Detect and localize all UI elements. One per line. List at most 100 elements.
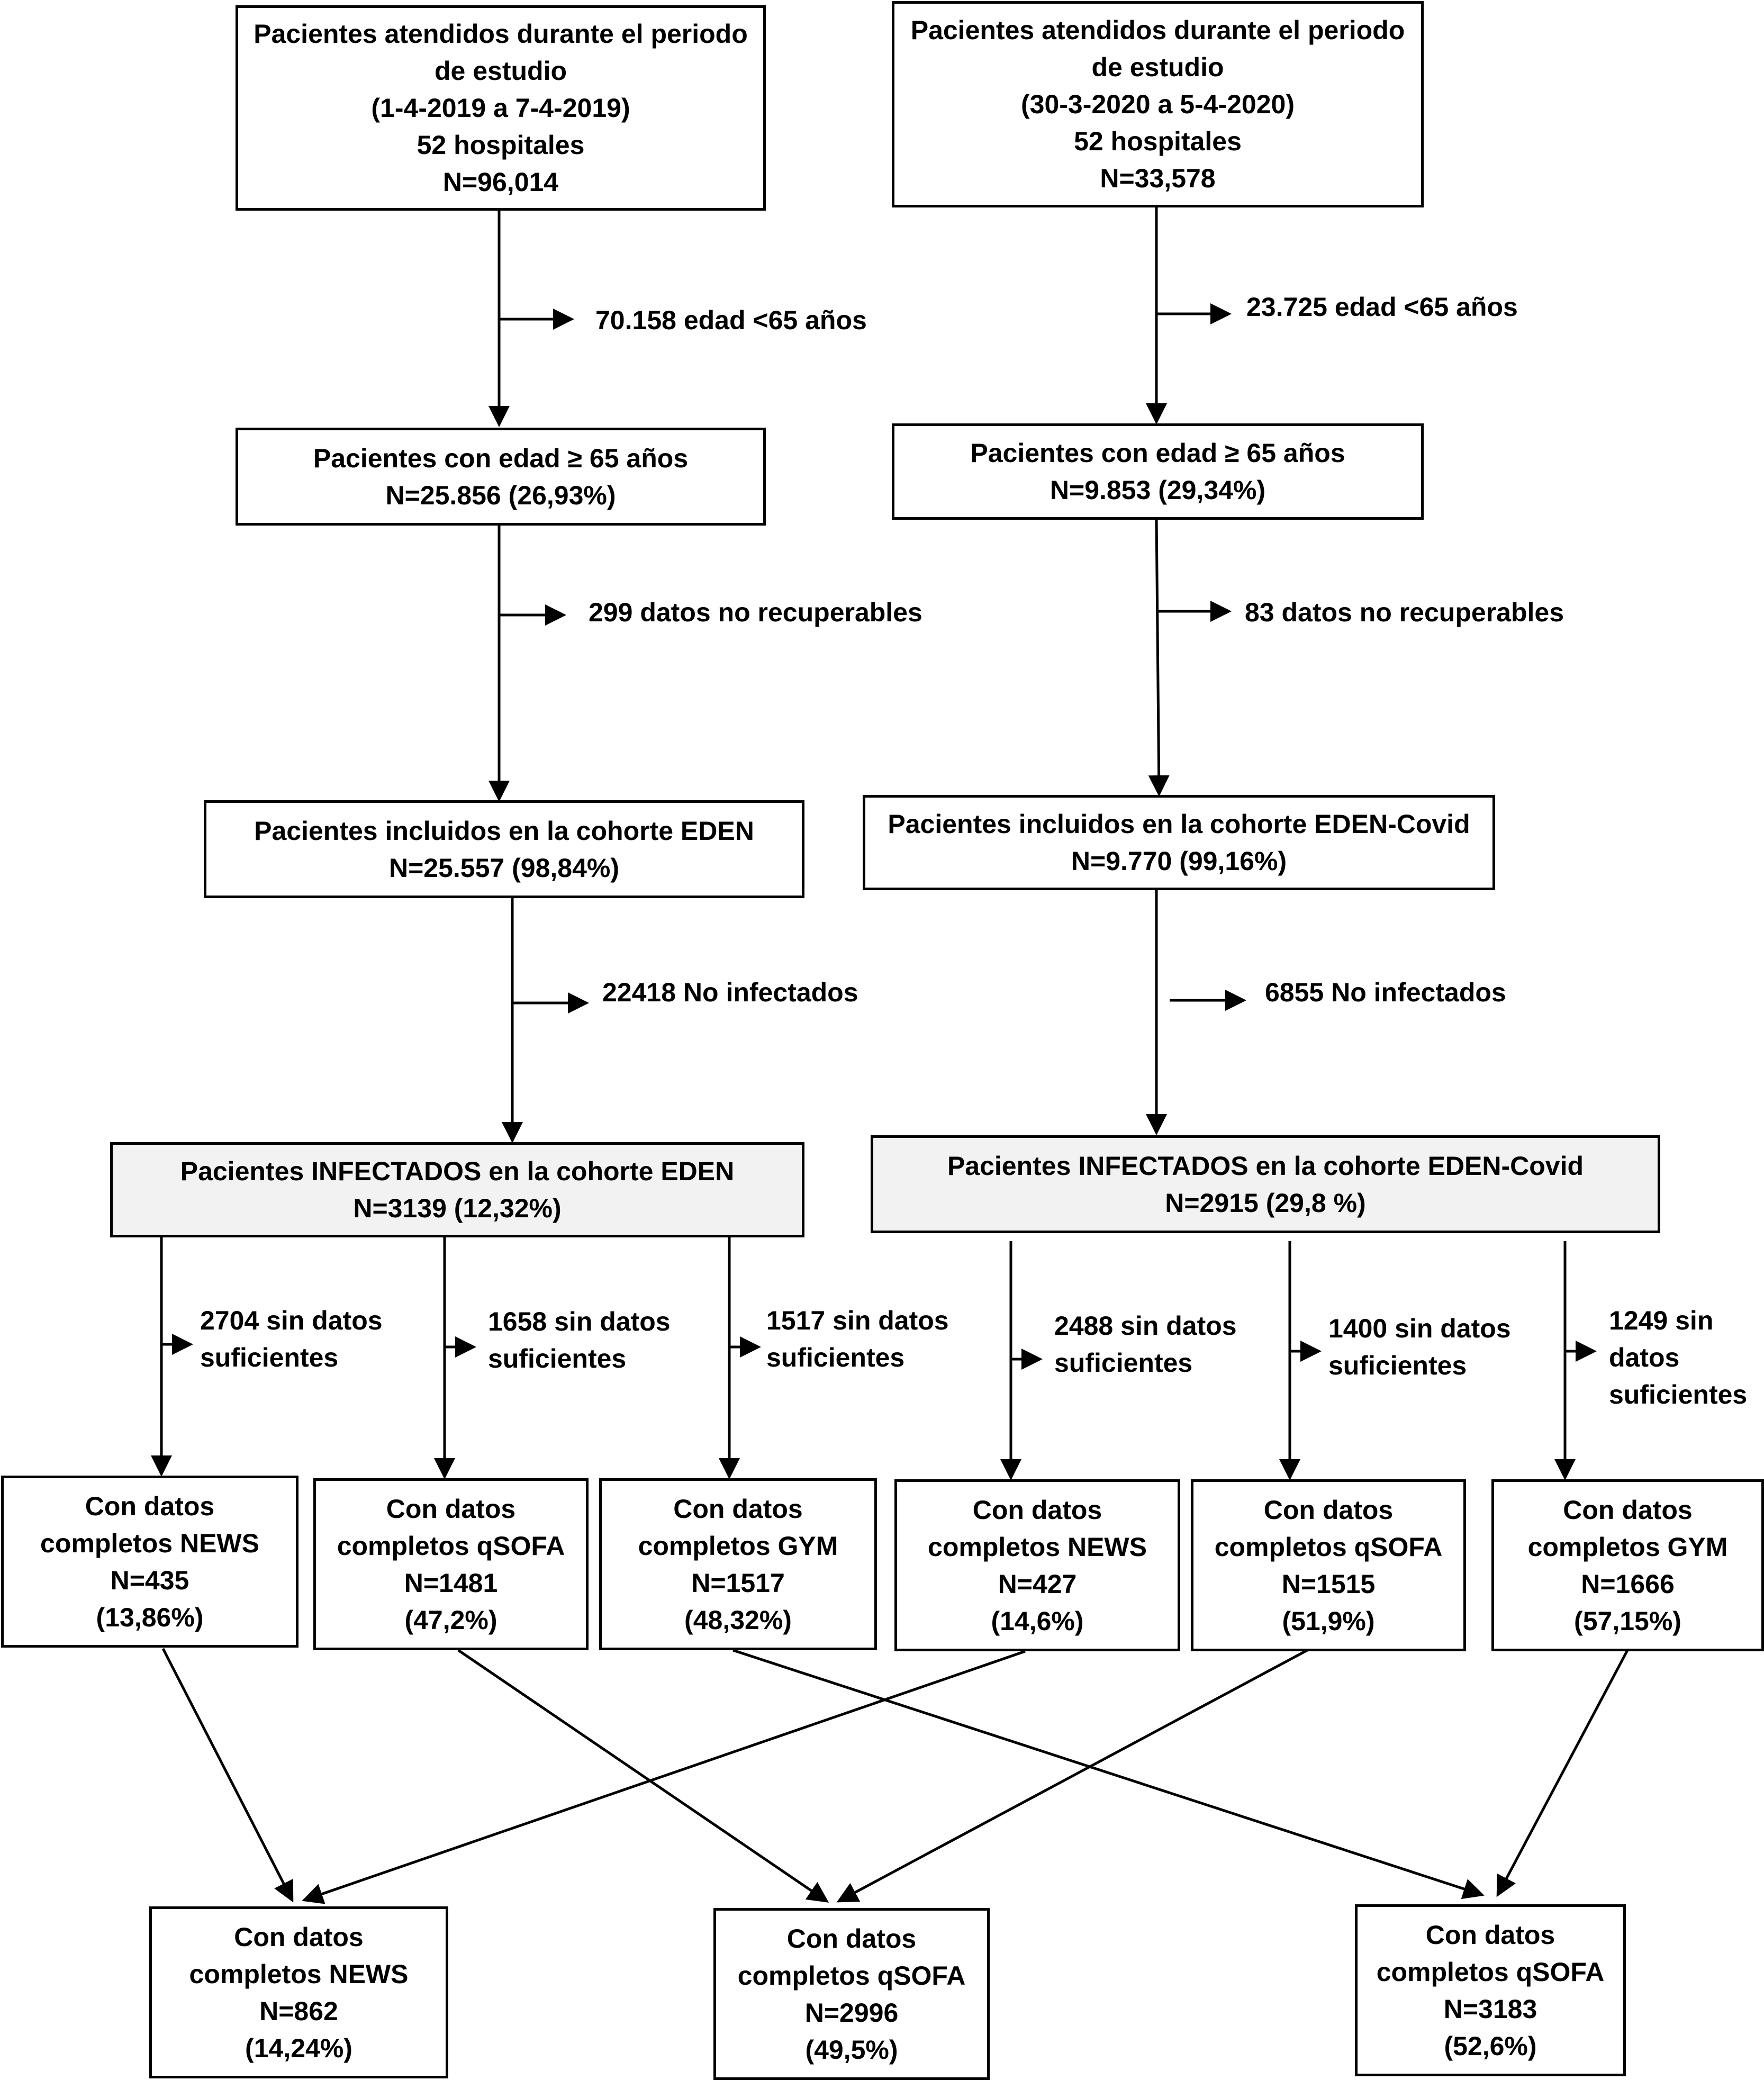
box-line: Pacientes con edad ≥ 65 años [313, 443, 689, 473]
box-line: Con datos [972, 1495, 1102, 1525]
box-right-infected-eden-covid: Pacientes INFECTADOS en la cohorte EDEN-… [871, 1135, 1660, 1233]
box-l-complete-qsofa: Con datos completos qSOFA N=1481 (47,2%) [313, 1478, 589, 1650]
exclusion-right-not-infected: 6855 No infectados [1265, 974, 1506, 1011]
label-line: 6855 No infectados [1265, 978, 1506, 1007]
exclusion-l-news: 2704 sin datos suficientes [200, 1302, 383, 1376]
arrow-l-news-to-final [161, 1648, 294, 1903]
label-line: suficientes [1054, 1348, 1193, 1378]
label-line: 1517 sin datos [766, 1306, 949, 1335]
box-line: N=1666 [1581, 1569, 1675, 1599]
box-line: N=3139 (12,32%) [353, 1193, 562, 1223]
box-line: (13,86%) [96, 1602, 204, 1632]
box-left-cohort-eden: Pacientes incluidos en la cohorte EDEN N… [204, 800, 804, 898]
box-line: completos qSOFA [1376, 1957, 1605, 1987]
box-line: completos NEWS [40, 1528, 259, 1558]
arrow-r-news-to-final [302, 1650, 1026, 1904]
box-r-complete-qsofa: Con datos completos qSOFA N=1515 (51,9%) [1191, 1479, 1466, 1651]
box-line: Con datos [85, 1491, 215, 1521]
exclusion-r-qsofa: 1400 sin datos suficientes [1328, 1310, 1511, 1384]
box-line: N=3183 [1443, 1994, 1537, 2024]
box-line: Con datos [673, 1494, 803, 1524]
box-line: N=2915 (29,8 %) [1165, 1188, 1366, 1218]
box-line: N=9.770 (99,16%) [1071, 846, 1287, 876]
label-line: suficientes [1328, 1351, 1467, 1380]
label-line: suficientes [766, 1343, 905, 1372]
box-line: Pacientes INFECTADOS en la cohorte EDEN [180, 1156, 735, 1186]
label-line: 2488 sin datos [1054, 1311, 1237, 1341]
exclusion-l-qsofa: 1658 sin datos suficientes [488, 1303, 671, 1377]
exclusion-left-lost: 299 datos no recuperables [589, 594, 922, 631]
box-r-complete-gym: Con datos completos GYM N=1666 (57,15%) [1491, 1479, 1764, 1651]
label-line: 83 datos no recuperables [1245, 598, 1564, 627]
box-line: (49,5%) [805, 2034, 898, 2065]
exclusion-r-news: 2488 sin datos suficientes [1054, 1307, 1237, 1381]
label-line: 22418 No infectados [602, 978, 858, 1007]
box-line: 52 hospitales [417, 130, 585, 160]
exclusion-right-age: 23.725 edad <65 años [1246, 288, 1518, 325]
box-l-complete-news: Con datos completos NEWS N=435 (13,86%) [1, 1476, 298, 1648]
box-final-qsofa: Con datos completos qSOFA N=2996 (49,5%) [713, 1908, 990, 2080]
box-line: N=25.856 (26,93%) [385, 480, 616, 510]
box-right-age-65: Pacientes con edad ≥ 65 años N=9.853 (29… [892, 423, 1424, 520]
box-line: (47,2%) [404, 1605, 497, 1635]
box-line: completos GYM [1527, 1532, 1728, 1562]
box-line: N=33,578 [1100, 164, 1216, 193]
box-line: N=1481 [404, 1568, 498, 1598]
exclusion-left-not-infected: 22418 No infectados [602, 974, 858, 1011]
label-line: 1249 sin [1609, 1306, 1714, 1335]
label-line: 299 datos no recuperables [589, 598, 922, 627]
box-line: Con datos [1425, 1920, 1555, 1950]
box-right-total-patients: Pacientes atendidos durante el periodo d… [892, 1, 1424, 207]
box-line: Pacientes atendidos durante el periodo [254, 19, 748, 49]
box-line: N=862 [259, 1996, 338, 2026]
box-line: (1-4-2019 a 7-4-2019) [371, 93, 630, 123]
label-line: suficientes [200, 1343, 339, 1372]
arrow-l-qsofa-to-final [457, 1649, 829, 1903]
label-line: 70.158 edad <65 años [595, 305, 867, 335]
label-line: datos [1609, 1343, 1680, 1372]
box-line: completos GYM [638, 1531, 838, 1561]
box-line: Con datos [234, 1922, 364, 1952]
exclusion-l-gym: 1517 sin datos suficientes [766, 1302, 949, 1376]
box-line: completos qSOFA [1214, 1532, 1443, 1562]
label-line: 23.725 edad <65 años [1246, 292, 1518, 322]
box-line: completos qSOFA [337, 1531, 565, 1561]
box-line: N=96,014 [442, 167, 559, 197]
arrow-right-age-to-cohort [1148, 518, 1170, 797]
box-line: (14,6%) [991, 1606, 1084, 1636]
label-line: 1658 sin datos [488, 1307, 671, 1336]
box-line: de estudio [434, 56, 567, 86]
box-right-cohort-eden-covid: Pacientes incluidos en la cohorte EDEN-C… [863, 795, 1495, 890]
box-line: Pacientes incluidos en la cohorte EDEN [254, 816, 754, 846]
box-line: Con datos [1263, 1495, 1394, 1525]
box-line: (57,15%) [1574, 1606, 1681, 1636]
box-line: (52,6%) [1444, 2031, 1537, 2061]
box-line: Pacientes INFECTADOS en la cohorte EDEN-… [947, 1151, 1584, 1181]
box-left-infected-eden: Pacientes INFECTADOS en la cohorte EDEN … [110, 1142, 804, 1237]
arrow-r-qsofa-to-final [836, 1649, 1308, 1903]
box-line: completos NEWS [928, 1532, 1147, 1562]
box-line: completos NEWS [189, 1959, 409, 1989]
box-line: Con datos [1563, 1495, 1693, 1525]
box-line: N=1517 [691, 1568, 785, 1598]
box-r-complete-news: Con datos completos NEWS N=427 (14,6%) [894, 1479, 1180, 1651]
box-line: completos qSOFA [737, 1960, 966, 1991]
box-final-third: Con datos completos qSOFA N=3183 (52,6%) [1355, 1904, 1626, 2076]
box-line: Con datos [386, 1494, 516, 1524]
box-line: Pacientes con edad ≥ 65 años [970, 438, 1345, 468]
box-line: de estudio [1091, 52, 1224, 82]
box-line: N=435 [110, 1565, 189, 1595]
label-line: 1400 sin datos [1328, 1314, 1511, 1343]
box-left-total-patients: Pacientes atendidos durante el periodo d… [236, 5, 766, 211]
exclusion-right-lost: 83 datos no recuperables [1245, 594, 1564, 631]
box-line: N=25.557 (98,84%) [388, 853, 619, 883]
box-line: N=2996 [804, 1997, 899, 2028]
box-line: Pacientes atendidos durante el periodo [910, 15, 1405, 45]
box-l-complete-gym: Con datos completos GYM N=1517 (48,32%) [599, 1478, 877, 1650]
box-final-news: Con datos completos NEWS N=862 (14,24%) [149, 1906, 448, 2078]
box-line: Pacientes incluidos en la cohorte EDEN-C… [888, 809, 1470, 839]
box-line: (30-3-2020 a 5-4-2020) [1021, 89, 1295, 119]
box-line: N=427 [998, 1569, 1077, 1599]
label-line: suficientes [488, 1344, 627, 1373]
box-line: 52 hospitales [1074, 126, 1242, 156]
